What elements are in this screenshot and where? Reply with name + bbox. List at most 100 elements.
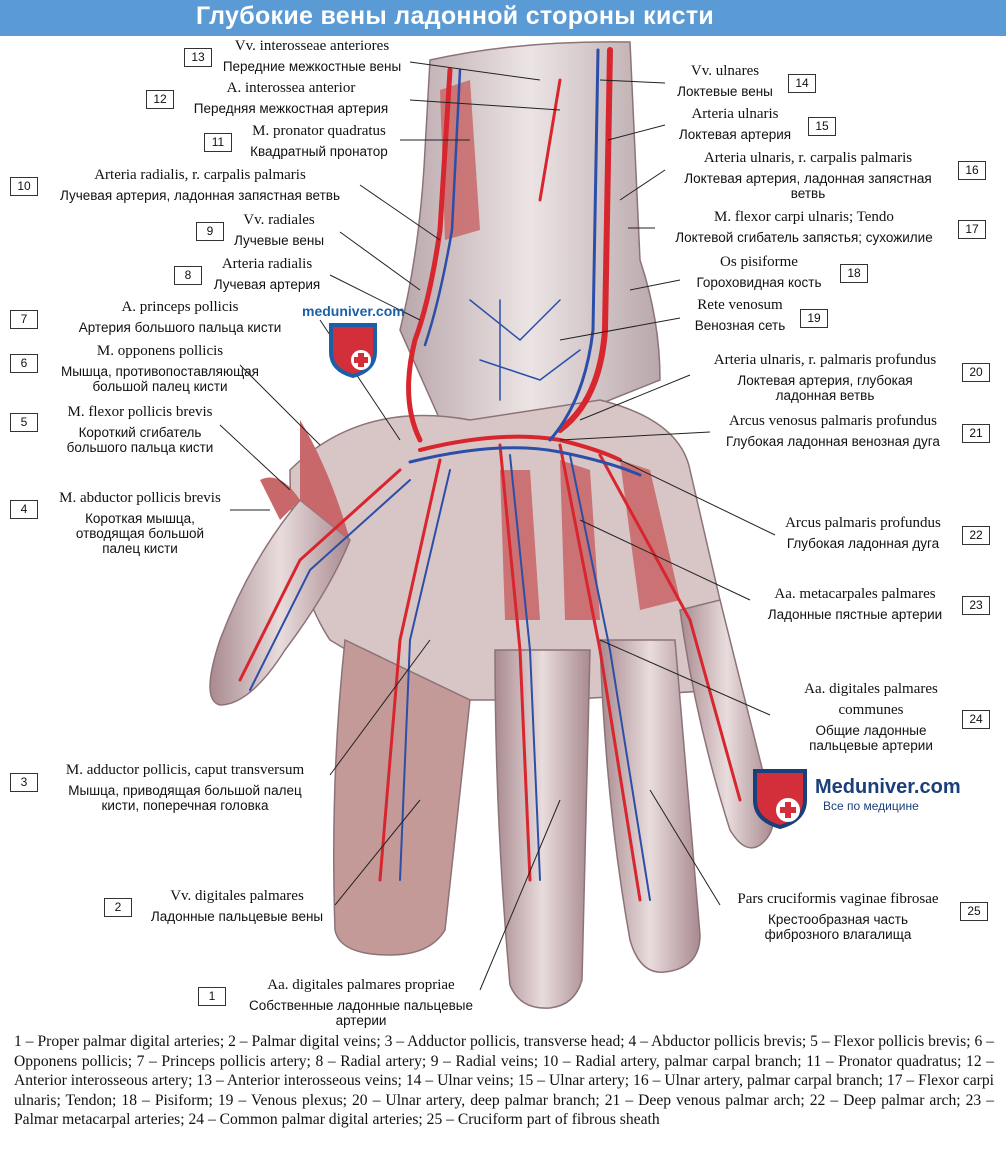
label-8-latin: Arteria radialis — [221, 256, 313, 272]
label-15-number: 15 — [808, 117, 836, 136]
label-2-russian: Ладонные пальцевые вены — [150, 909, 324, 924]
label-25-russian-2: фиброзного влагалища — [764, 927, 912, 942]
label-3-latin: M. adductor pollicis, caput transversum — [65, 762, 305, 778]
label-24-latin-1: Aa. digitales palmares — [804, 681, 938, 697]
label-13-russian: Передние межкостные вены — [222, 59, 402, 74]
label-14-latin: Vv. ulnares — [690, 63, 760, 79]
label-17-number: 17 — [958, 220, 986, 239]
label-3-number: 3 — [10, 773, 38, 792]
label-12-russian: Передняя межкостная артерия — [193, 101, 389, 116]
label-8-russian: Лучевая артерия — [213, 277, 321, 292]
label-4-russian-3: палец кисти — [102, 541, 178, 556]
label-10-latin: Arteria radialis, r. carpalis palmaris — [94, 167, 306, 183]
label-25-number: 25 — [960, 902, 988, 921]
radial-veins — [423, 68, 462, 347]
label-6-latin: M. opponens pollicis — [96, 343, 224, 359]
radial-artery — [406, 67, 453, 443]
label-23-latin: Aa. metacarpales palmares — [774, 586, 936, 602]
ulnar-veins — [548, 48, 600, 442]
ulnar-artery — [557, 47, 613, 433]
label-7-latin: A. princeps pollicis — [121, 299, 239, 315]
label-13-latin: Vv. interosseae anteriores — [234, 38, 390, 54]
label-4-latin: M. abductor pollicis brevis — [59, 490, 221, 506]
label-21-latin: Arcus venosus palmaris profundus — [729, 413, 937, 429]
figure-caption: 1 – Proper palmar digital arteries; 2 – … — [14, 1033, 994, 1128]
label-17-russian: Локтевой сгибатель запястья; сухожилие — [675, 230, 933, 245]
label-17-latin: M. flexor carpi ulnaris; Tendo — [714, 209, 894, 225]
ring-finger — [599, 639, 701, 973]
label-18-latin: Os pisiforme — [720, 254, 798, 270]
label-5-latin: M. flexor pollicis brevis — [67, 404, 213, 420]
label-14-number: 14 — [788, 74, 816, 93]
label-8-number: 8 — [174, 266, 202, 285]
label-7-number: 7 — [10, 310, 38, 329]
label-6-russian-2: большой палец кисти — [92, 379, 228, 394]
label-10-russian: Лучевая артерия, ладонная запястная ветв… — [59, 188, 340, 203]
label-24-russian-1: Общие ладонные — [815, 723, 927, 738]
label-1-latin: Aa. digitales palmares propriae — [267, 977, 455, 993]
label-24-russian-2: пальцевые артерии — [809, 738, 933, 753]
watermark-slogan: Все по медицине — [823, 799, 919, 813]
label-19-latin: Rete venosum — [697, 297, 783, 313]
thenar-muscles — [300, 420, 350, 540]
middle-finger — [494, 649, 591, 1009]
label-18-russian: Гороховидная кость — [696, 275, 822, 290]
label-16-number: 16 — [958, 161, 986, 180]
label-1-russian-1: Собственные ладонные пальцевые — [248, 998, 473, 1013]
label-9-number: 9 — [196, 222, 224, 241]
label-1-number: 1 — [198, 987, 226, 1006]
label-21-russian: Глубокая ладонная венозная дуга — [726, 434, 940, 449]
watermark-small: meduniver.com — [302, 303, 405, 319]
label-16-russian-2: ветвь — [790, 186, 826, 201]
label-19-russian: Венозная сеть — [694, 318, 786, 333]
shield-icon-large — [753, 769, 807, 830]
label-3-russian-1: Мышца, приводящая большой палец — [68, 783, 302, 798]
label-2-latin: Vv. digitales palmares — [170, 888, 304, 904]
label-22-number: 22 — [962, 526, 990, 545]
shield-icon — [329, 323, 377, 378]
label-15-latin: Arteria ulnaris — [691, 106, 779, 122]
title-banner: Глубокие вены ладонной стороны кисти — [0, 0, 1006, 36]
label-22-russian: Глубокая ладонная дуга — [786, 536, 940, 551]
label-13-number: 13 — [184, 48, 212, 67]
label-24-latin-2: communes — [838, 702, 904, 718]
watermark-brand: Meduniver.com — [815, 776, 961, 798]
label-5-number: 5 — [10, 413, 38, 432]
label-11-number: 11 — [204, 133, 232, 152]
label-23-russian: Ладонные пястные артерии — [767, 607, 943, 622]
label-11-latin: M. pronator quadratus — [252, 123, 386, 139]
venous-plexus — [469, 299, 581, 401]
hand-illustration — [209, 41, 776, 1009]
label-24-number: 24 — [962, 710, 990, 729]
label-9-latin: Vv. radiales — [243, 212, 315, 228]
label-16-latin: Arteria ulnaris, r. carpalis palmaris — [703, 150, 913, 166]
label-18-number: 18 — [840, 264, 868, 283]
label-6-russian-1: Мышца, противопоставляющая — [60, 364, 259, 379]
label-1-russian-2: артерии — [335, 1013, 387, 1028]
label-4-number: 4 — [10, 500, 38, 519]
label-22-latin: Arcus palmaris profundus — [785, 515, 941, 531]
label-6-number: 6 — [10, 354, 38, 373]
label-5-russian-2: большого пальца кисти — [66, 440, 214, 455]
label-12-number: 12 — [146, 90, 174, 109]
label-20-russian-1: Локтевая артерия, глубокая — [737, 373, 913, 388]
deep-venous-arch — [408, 446, 642, 477]
label-23-number: 23 — [962, 596, 990, 615]
label-2-number: 2 — [104, 898, 132, 917]
page-title: Глубокие вены ладонной стороны кисти — [195, 2, 715, 30]
label-7-russian: Артерия большого пальца кисти — [78, 320, 282, 335]
label-5-russian-1: Короткий сгибатель — [78, 425, 202, 440]
label-4-russian-1: Короткая мышца, — [85, 511, 195, 526]
label-3-russian-2: кисти, поперечная головка — [101, 798, 269, 813]
label-14-russian: Локтевые вены — [677, 84, 773, 99]
label-10-number: 10 — [10, 177, 38, 196]
label-20-russian-2: ладонная ветвь — [775, 388, 875, 403]
label-15-russian: Локтевая артерия — [678, 127, 792, 142]
label-21-number: 21 — [962, 424, 990, 443]
label-11-russian: Квадратный пронатор — [250, 144, 388, 159]
pronator-quadratus — [440, 80, 480, 240]
label-20-number: 20 — [962, 363, 990, 382]
label-25-latin: Pars cruciformis vaginae fibrosae — [737, 891, 939, 907]
label-25-russian-1: Крестообразная часть — [768, 912, 908, 927]
index-finger — [333, 638, 471, 956]
